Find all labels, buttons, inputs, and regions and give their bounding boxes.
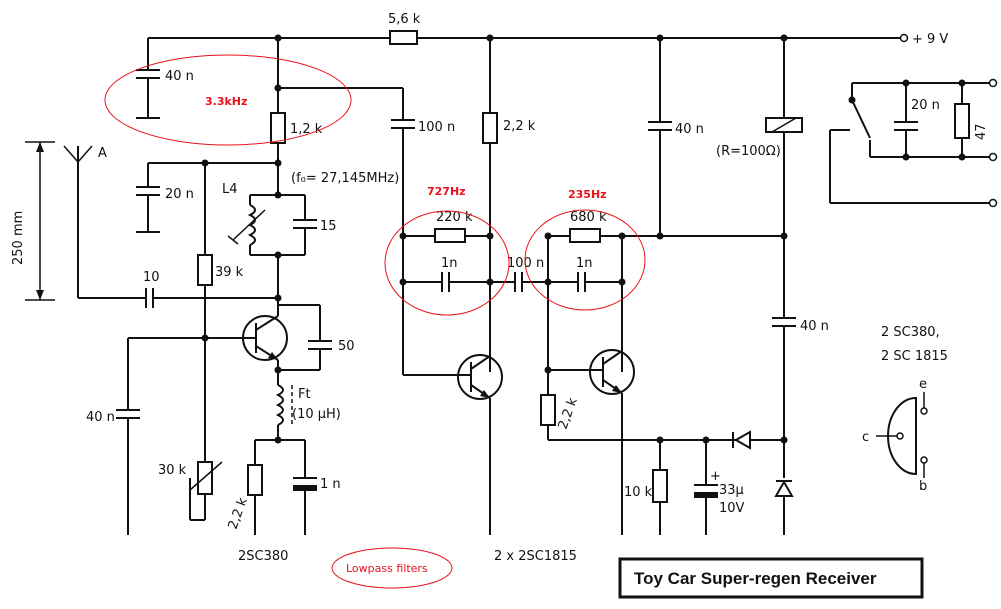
label-r-2k2-left: 2,2 k [226,495,251,531]
label-r-47: 47 [974,123,989,140]
label-r-39k: 39 k [215,265,244,280]
label-pin-c: c [862,430,869,445]
annotation-235: 235Hz [568,188,607,201]
resistor-2k2-mid [482,112,498,144]
label-ft: Ft [298,387,311,402]
transistor-pinout [876,392,928,478]
label-c-15: 15 [320,219,337,234]
label-r-2k2-right: 2,2 k [556,395,581,431]
label-c-1n-mid: 1n [441,256,458,271]
label-c-50: 50 [338,339,355,354]
annotation-ellipse-727 [384,210,510,316]
label-c-40n-left: 40 n [86,410,115,425]
label-c-100n: 100 n [418,120,455,135]
annotation-ellipse-lowpass [331,547,453,589]
label-pinout-1: 2 SC380, [881,325,940,340]
resistor-39k [197,254,213,286]
label-c-33u: 33µ [719,483,744,498]
label-pin-b: b [919,479,927,494]
dimension-line [25,141,55,301]
relay-contacts [829,78,998,208]
label-r-10k: 10 k [624,485,653,500]
title: Toy Car Super-regen Receiver [634,569,877,588]
label-250mm: 250 mm [11,211,26,265]
annotation-lowpass: Lowpass filters [346,562,428,575]
label-c-1n-left: 1 n [320,477,341,492]
filter-727hz [399,228,494,292]
annotation-727: 727Hz [427,185,466,198]
label-r-2k2-mid: 2,2 k [503,119,536,134]
label-relay: (R=100Ω) [716,144,781,159]
label-t23: 2 x 2SC1815 [494,549,577,564]
annotation-ellipse-235 [524,209,646,311]
label-c-40n-mid: 40 n [675,122,704,137]
choke-ft [275,375,293,440]
transistor-t3 [544,349,635,535]
annotation-3k3: 3.3kHz [205,95,247,108]
cap-40n-top [136,38,160,119]
label-r-30k: 30 k [158,463,187,478]
supply-terminal [899,33,909,43]
label-c-10: 10 [143,270,160,285]
transistor-t1 [201,300,288,375]
title-box [618,557,924,599]
supply-rail [148,30,909,45]
resistor-1k2 [270,112,286,144]
label-r-680k: 680 k [570,210,607,225]
pot-30k [197,461,213,495]
label-f0: (f₀= 27,145MHz) [291,171,399,186]
transistor-t2 [403,354,503,535]
label-antenna: A [98,146,107,161]
diode-horizontal [733,430,751,450]
label-plus: + [710,469,721,484]
label-ft-val: (10 µH) [292,407,341,422]
label-c-33u-v: 10V [719,501,745,516]
resistor-2k2-right [540,394,556,426]
label-r-5k6: 5,6 k [388,12,421,27]
label-pinout-2: 2 SC 1815 [881,349,948,364]
label-pin-e: e [919,377,927,392]
label-t1: 2SC380 [238,549,288,564]
resistor-2k2-left [247,464,263,496]
filter-235hz [544,228,664,372]
label-c-1n-right: 1n [576,256,593,271]
label-supply: + 9 V [912,32,948,47]
label-r-220k: 220 k [436,210,473,225]
diode-vertical [774,479,794,497]
annotation-ellipse-3k3 [104,54,352,146]
resistor-5k6 [389,30,418,45]
antenna [63,145,282,308]
tank-circuit [227,191,317,259]
label-c-20n-right: 20 n [911,98,940,113]
label-c-40n-top: 40 n [165,69,194,84]
resistor-10k [652,469,668,503]
label-c-20n: 20 n [165,187,194,202]
label-c-40n-right: 40 n [800,319,829,334]
label-r-1k2: 1,2 k [290,122,323,137]
label-l4: L4 [222,182,238,197]
cap-20n [136,163,160,233]
